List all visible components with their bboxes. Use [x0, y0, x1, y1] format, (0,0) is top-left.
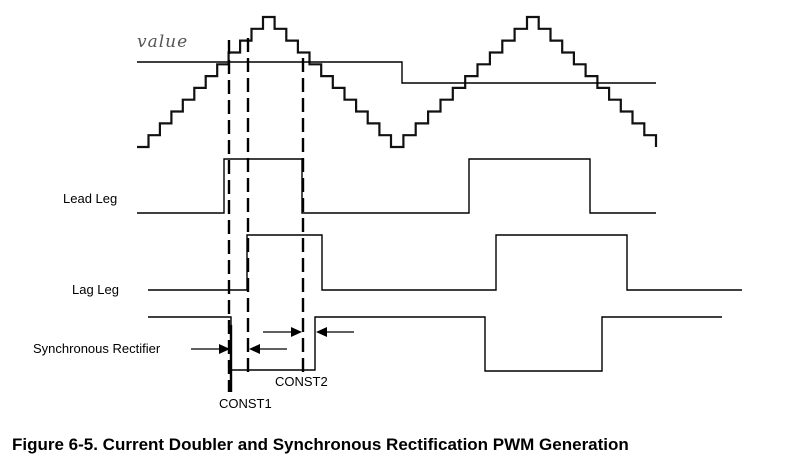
- lag-leg-waveform: [148, 234, 742, 291]
- compare-value-line: [137, 61, 656, 84]
- const2-label: CONST2: [275, 374, 328, 389]
- value-label: value: [137, 32, 188, 52]
- counter-staircase-waveform: [137, 15, 658, 149]
- const1-label: CONST1: [219, 396, 272, 411]
- lag-leg-label: Lag Leg: [72, 282, 119, 297]
- lead-leg-waveform: [137, 158, 656, 214]
- lead-leg-label: Lead Leg: [63, 191, 117, 206]
- figure-caption: Figure 6-5. Current Doubler and Synchron…: [12, 435, 629, 454]
- const1-arrow-right-head: [249, 344, 260, 354]
- const2-arrow-right-head: [316, 327, 327, 337]
- const1-arrow-left-head: [219, 344, 230, 354]
- sync-rectifier-waveform: [148, 316, 722, 372]
- sync-rectifier-label: Synchronous Rectifier: [33, 341, 161, 356]
- const2-arrow-left-head: [291, 327, 302, 337]
